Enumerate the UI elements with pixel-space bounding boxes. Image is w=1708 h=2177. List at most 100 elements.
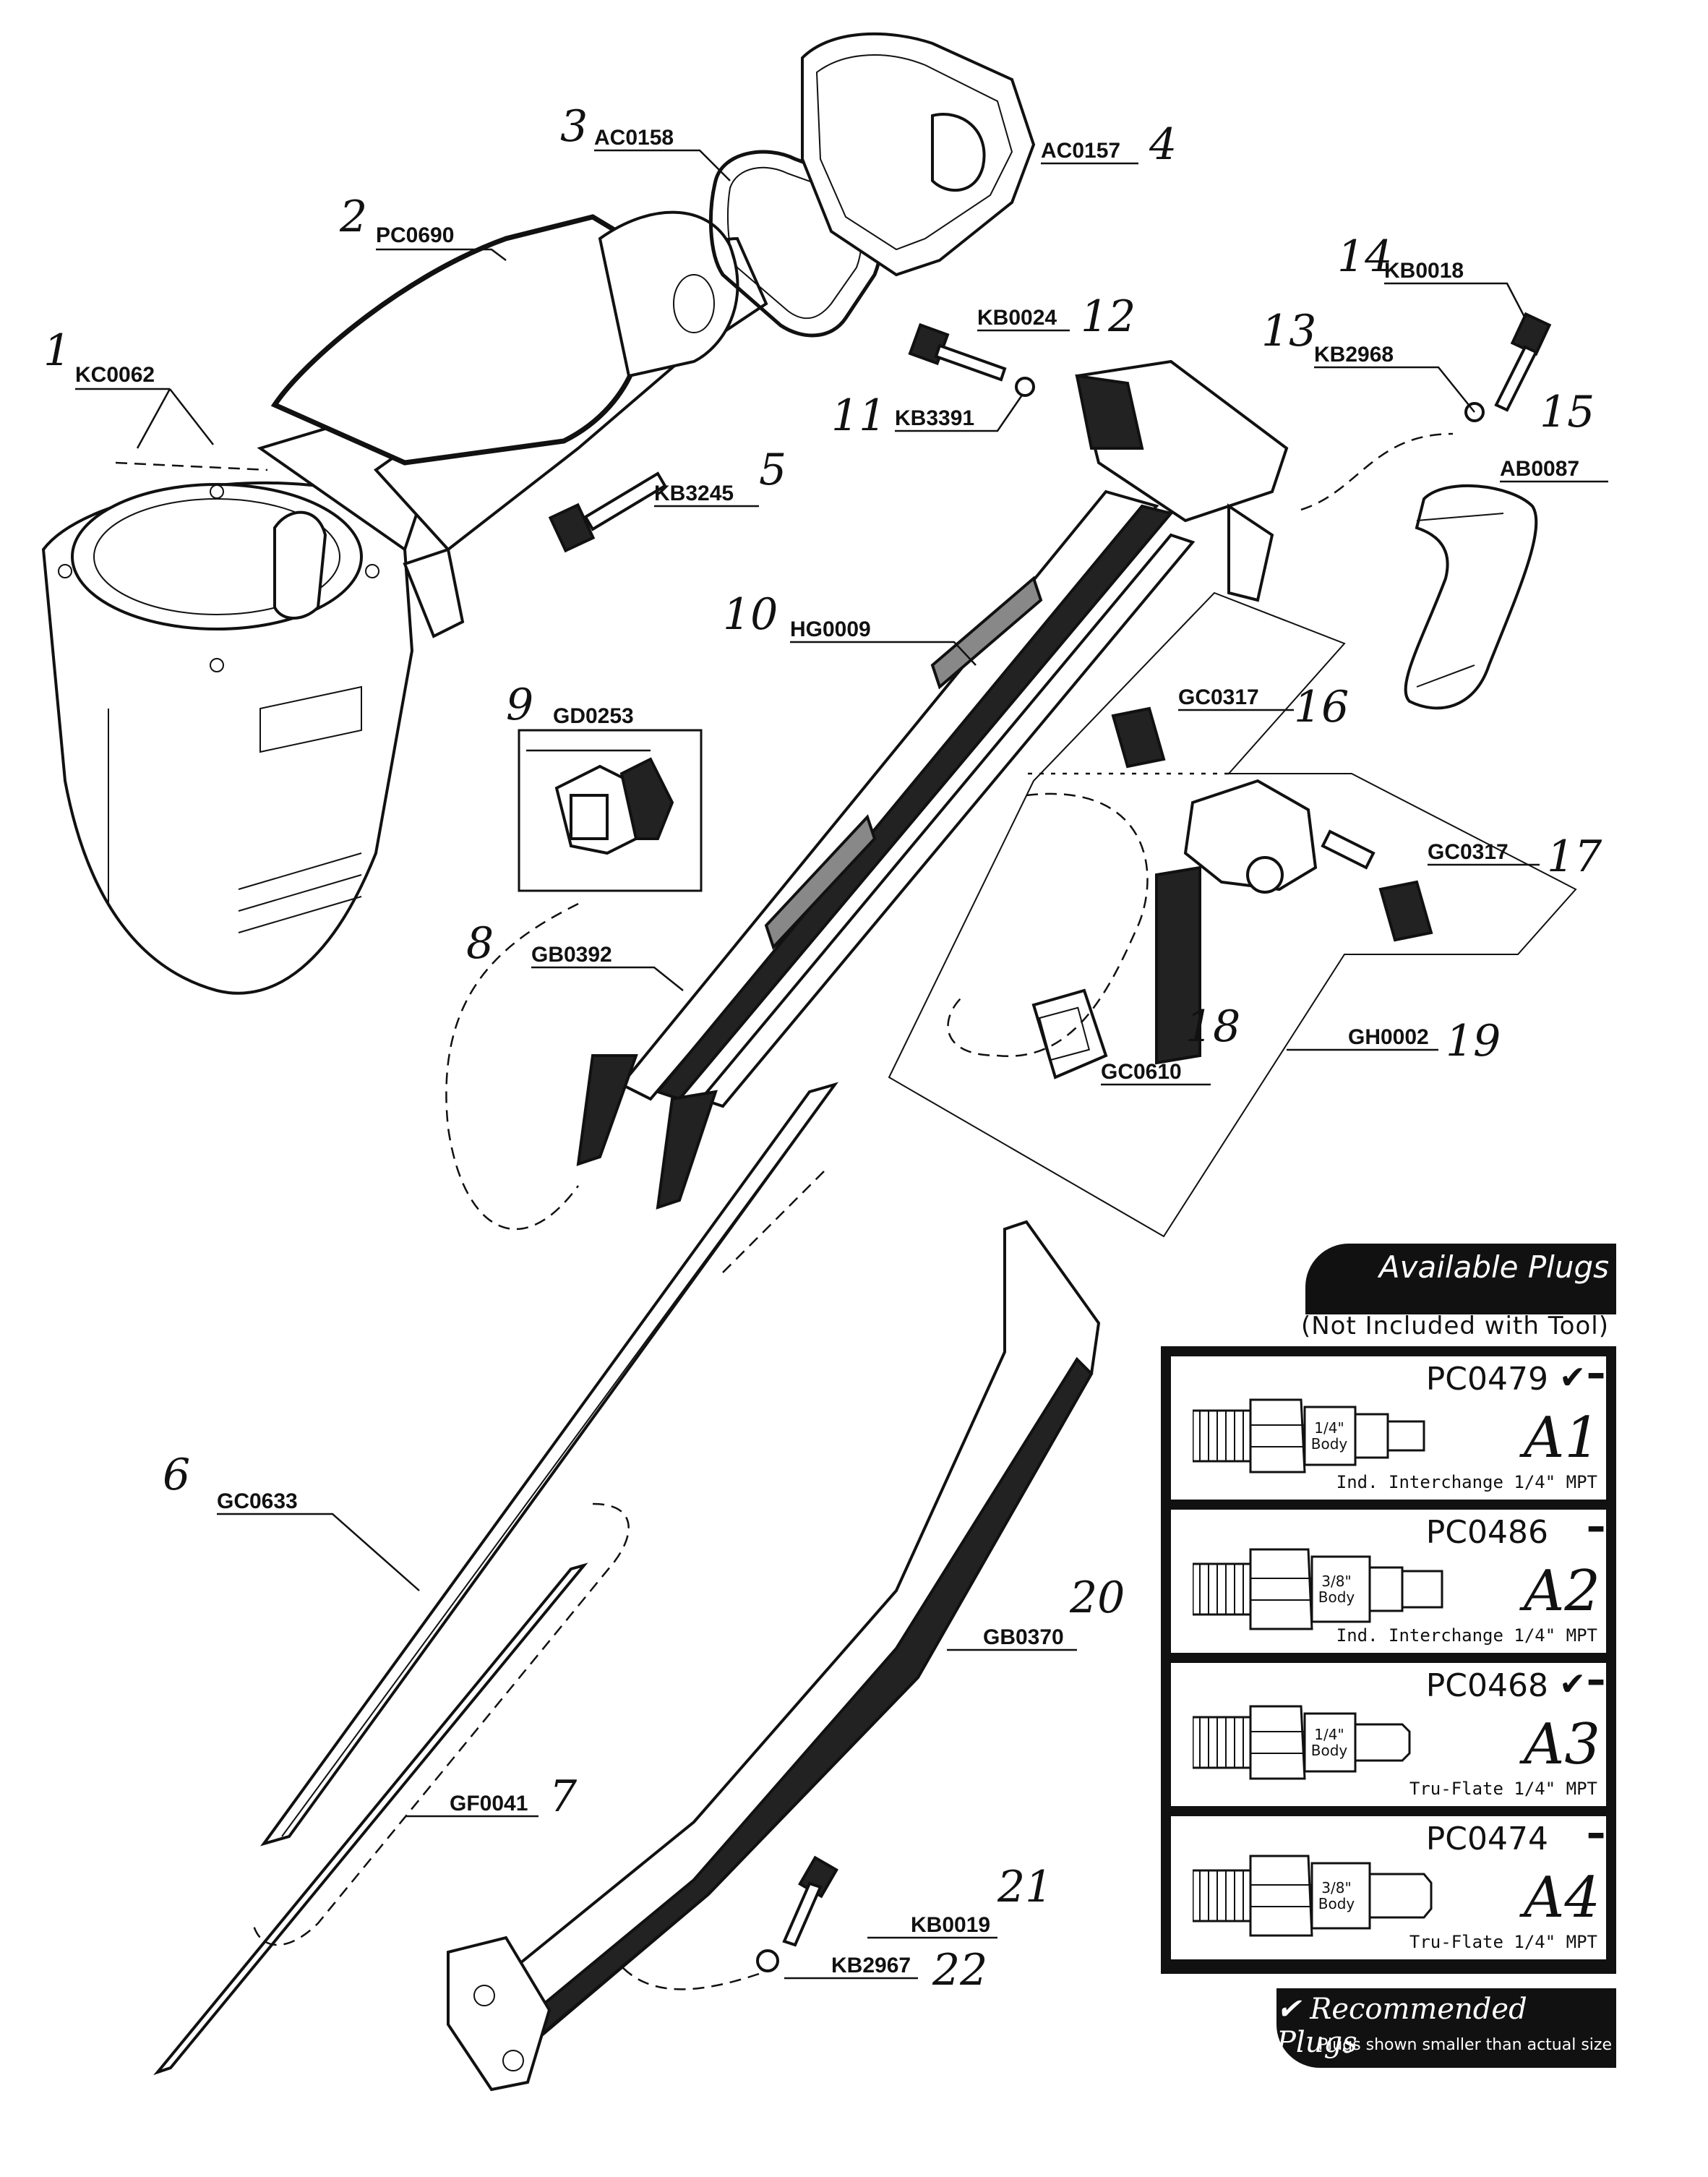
label-num-15: 15 [1540,387,1595,437]
plug-row-3: PC0468 ✔ ▪▪▪ 1/4" Body A3 Tru-Flate 1/4"… [1171,1663,1606,1806]
body-word: Body [1310,1742,1348,1759]
label-num-7: 7 [549,1771,578,1822]
label-num-16: 16 [1294,682,1349,732]
label-code-21: KB0019 [911,1913,990,1937]
hand-label: A4 [1524,1865,1600,1930]
latch-inset [518,729,703,892]
label-num-4: 4 [1149,119,1177,170]
label-code-15: AB0087 [1500,457,1579,481]
hand-label: A2 [1524,1559,1600,1624]
label-code-7: GF0041 [450,1792,528,1815]
plug-drawing-icon [1193,1855,1433,1937]
label-num-2: 2 [339,192,367,242]
part-code-labels: KC0062 PC0690 AC0158 AC0157 KB3245 GC063… [75,126,1579,1977]
leader-lines [75,149,1608,1980]
label-code-8: GB0392 [531,943,612,967]
magazine-rail [576,359,1289,1210]
long-bar-6 [259,1082,839,1847]
dashed-guides [115,432,1454,1990]
label-num-22: 22 [932,1945,987,1996]
plugs-subtitle: (Not Included with Tool) [1300,1312,1609,1340]
rod-7 [153,1562,588,2076]
screw-14 [1464,312,1552,422]
label-num-10: 10 [723,589,778,640]
label-code-2: PC0690 [376,223,454,247]
label-code-19: GH0002 [1348,1025,1429,1049]
plugs-footer: ✔ Recommended Plugs Plugs shown smaller … [1276,1988,1616,2068]
plug-drawing-icon [1193,1548,1443,1630]
label-code-9: GD0253 [553,704,634,728]
recommended-check-icon: ✔ [1559,1360,1586,1395]
label-code-1: KC0062 [75,363,155,387]
plug-row-2: PC0486 ▪▪▪ 3/8" Body A2 Ind. Interchange… [1171,1510,1606,1653]
label-num-11: 11 [831,390,886,441]
recommended-check-icon: ✔ [1559,1667,1586,1702]
handwritten-numbers: 1 2 3 4 5 6 7 8 9 10 11 12 13 14 15 16 1… [43,101,1602,1996]
gasket [708,150,884,338]
pusher-assembly [1031,706,1433,1079]
magazine-channel [447,1220,1101,2092]
plug-description: Ind. Interchange 1/4" MPT [1336,1625,1597,1646]
label-code-5: KB3245 [654,482,734,505]
screw-21 [756,1855,838,1972]
label-num-12: 12 [1081,291,1136,342]
plug-description: Tru-Flate 1/4" MPT [1409,1779,1597,1799]
label-num-14: 14 [1337,231,1392,282]
plug-body-size: 1/4" Body [1307,1727,1352,1758]
dots-icon: ▪▪▪ [1587,1823,1605,1847]
plugs-title: Available Plugs [1378,1249,1609,1285]
recommended-plugs-title: ✔ Recommended Plugs [1276,1993,1527,2059]
plug-body-size: 1/4" Body [1307,1420,1352,1452]
plug-drawing-icon [1193,1705,1411,1780]
body-word: Body [1318,1895,1355,1912]
label-code-13: KB2968 [1314,343,1394,367]
hand-label: A3 [1524,1712,1600,1777]
label-code-4: AC0157 [1041,139,1120,163]
plug-code: PC0486 [1425,1514,1548,1551]
label-code-17: GC0317 [1428,840,1509,864]
body-size: 1/4" [1314,1726,1344,1743]
label-code-3: AC0158 [594,126,674,150]
label-code-6: GC0633 [217,1489,298,1513]
body-word: Body [1318,1588,1355,1606]
plug-code: PC0479 [1425,1361,1548,1398]
plug-row-4: PC0474 ▪▪▪ 3/8" Body A4 Tru-Flate 1/4" M… [1171,1816,1606,1959]
label-code-22: KB2967 [831,1954,911,1977]
plug-description: Tru-Flate 1/4" MPT [1409,1932,1597,1952]
label-num-6: 6 [163,1450,190,1500]
plugs-size-note: Plugs shown smaller than actual size [1318,2036,1612,2054]
label-num-21: 21 [997,1862,1052,1912]
body-word: Body [1310,1435,1348,1453]
screw-12 [908,322,1035,397]
label-code-10: HG0009 [790,617,871,641]
label-code-20: GB0370 [983,1625,1064,1649]
plug-code: PC0468 [1425,1667,1548,1704]
label-num-18: 18 [1185,1001,1240,1052]
dots-icon: ▪▪▪ [1587,1517,1605,1541]
plug-description: Ind. Interchange 1/4" MPT [1336,1472,1597,1492]
hand-label: A1 [1524,1406,1600,1471]
label-num-19: 19 [1446,1016,1501,1066]
cylinder-cap [801,32,1036,277]
label-code-14: KB0018 [1384,259,1464,283]
housing-body [41,403,436,995]
label-num-20: 20 [1069,1573,1125,1623]
plug-drawing-icon [1193,1398,1425,1474]
inset-frames [888,591,1577,1238]
label-num-8: 8 [466,918,494,969]
dots-icon: ▪▪▪ [1587,1670,1605,1694]
plug-body-size: 3/8" Body [1314,1880,1359,1912]
label-code-18: GC0610 [1101,1060,1182,1084]
label-num-1: 1 [43,325,71,376]
trigger-lever [1404,484,1538,710]
label-num-5: 5 [759,445,786,495]
bolt-5 [548,471,667,553]
body-size: 3/8" [1321,1879,1352,1896]
label-code-16: GC0317 [1178,685,1259,709]
plug-body-size: 3/8" Body [1314,1573,1359,1605]
label-num-9: 9 [506,680,533,730]
plug-row-1: PC0479 ✔ ▪▪▪ 1/4" Body A1 Ind. Interchan… [1171,1356,1606,1500]
body-size: 3/8" [1321,1573,1352,1590]
available-plugs-panel: Available Plugs (Not Included with Tool)… [1161,1244,1616,2068]
